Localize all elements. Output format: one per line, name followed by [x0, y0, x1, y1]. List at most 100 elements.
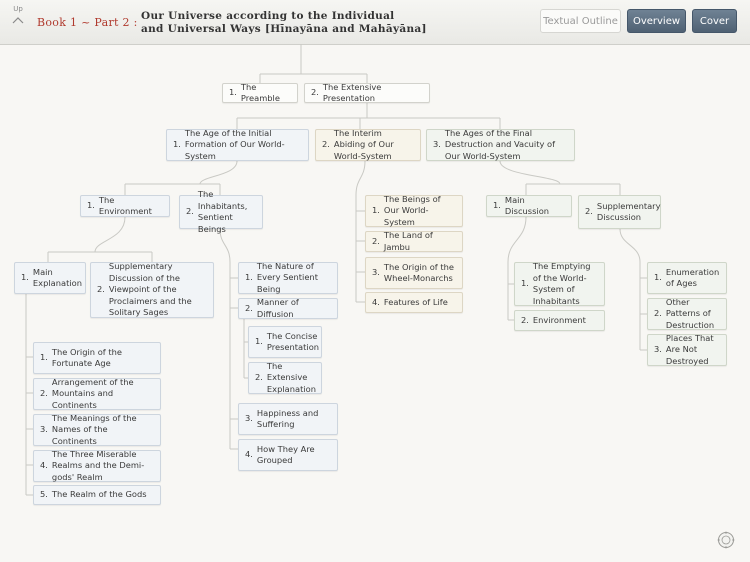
node-other-patterns[interactable]: 2. Other Patterns of Destruction	[647, 296, 727, 330]
node-number: 2.	[654, 308, 662, 319]
node-three-miserable-realms[interactable]: 4. The Three Miserable Realms and the De…	[33, 448, 161, 482]
node-label: The Interim Abiding of Our World-System	[333, 127, 394, 161]
node-number: 1.	[229, 87, 237, 98]
node-number: 1.	[21, 272, 29, 283]
node-label: The Origin of the Fortunate Age	[51, 346, 122, 369]
node-label: The Emptying of the World-System of Inha…	[532, 261, 591, 306]
node-realm-gods[interactable]: 5. The Realm of the Gods	[33, 485, 161, 505]
node-label: The Extensive Explanation	[266, 360, 316, 394]
node-number: 4.	[245, 449, 253, 460]
node-label: The Origin of the Wheel-Monarchs	[383, 261, 454, 284]
node-land-jambu[interactable]: 2. The Land of Jambu	[365, 230, 463, 252]
node-number: 3.	[433, 139, 441, 150]
node-number: 3.	[40, 424, 48, 435]
node-nature-every-being[interactable]: 1. The Nature of Every Sentient Being	[238, 260, 338, 294]
node-label: How They Are Grouped	[256, 443, 315, 466]
book-part-label: Book 1 ~ Part 2 :	[37, 16, 138, 29]
node-inhabitants[interactable]: 2. The Inhabitants, Sentient Beings	[179, 189, 263, 234]
node-beings-world-system[interactable]: 1. The Beings of Our World-System	[365, 193, 463, 227]
page-title: Our Universe according to the Individual…	[141, 10, 427, 36]
overview-button[interactable]: Overview	[627, 9, 686, 33]
node-number: 2.	[372, 235, 380, 246]
node-label: Main Discussion	[504, 194, 550, 217]
node-number: 1.	[40, 352, 48, 363]
node-final-destruction[interactable]: 3. The Ages of the Final Destruction and…	[426, 127, 575, 161]
node-number: 4.	[40, 460, 48, 471]
up-button[interactable]: Up	[8, 5, 28, 29]
node-origin-wheel-monarchs[interactable]: 3. The Origin of the Wheel-Monarchs	[365, 257, 463, 289]
page-title-line-1: Our Universe according to the Individual	[141, 10, 395, 22]
chevron-up-icon	[12, 17, 24, 24]
node-label: The Age of the Initial Formation of Our …	[184, 127, 285, 161]
node-number: 1.	[245, 272, 253, 283]
node-number: 2.	[322, 139, 330, 150]
node-extensive-explanation[interactable]: 2. The Extensive Explanation	[248, 360, 322, 394]
node-manner-diffusion[interactable]: 2. Manner of Diffusion	[238, 297, 338, 319]
node-label: The Three Miserable Realms and the Demi-…	[51, 448, 145, 482]
node-label: Arrangement of the Mountains and Contine…	[51, 376, 134, 410]
node-label: Happiness and Suffering	[256, 407, 319, 430]
node-emptying-world-system[interactable]: 1. The Emptying of the World-System of I…	[514, 261, 605, 306]
node-extensive-presentation[interactable]: 2. The Extensive Presentation	[304, 81, 430, 104]
node-number: 1.	[372, 205, 380, 216]
node-number: 1.	[173, 139, 181, 150]
node-number: 2.	[97, 284, 105, 295]
node-label: The Realm of the Gods	[51, 489, 147, 500]
node-label: The Land of Jambu	[383, 230, 433, 252]
node-number: 2.	[186, 206, 194, 217]
node-label: The Inhabitants, Sentient Beings	[197, 189, 248, 234]
node-number: 3.	[372, 267, 380, 278]
up-label: Up	[13, 5, 23, 13]
node-supplementary-viewpoint[interactable]: 2. Supplementary Discussion of the Viewp…	[90, 261, 214, 318]
node-label: Features of Life	[383, 296, 448, 307]
node-number: 2.	[585, 206, 593, 217]
node-number: 2.	[311, 87, 319, 98]
node-main-explanation[interactable]: 1. Main Explanation	[14, 262, 86, 294]
node-how-grouped[interactable]: 4. How They Are Grouped	[238, 439, 338, 471]
node-number: 2.	[521, 314, 529, 325]
node-label: The Preamble	[240, 81, 280, 104]
compass-icon[interactable]	[717, 531, 735, 549]
node-number: 2.	[245, 302, 253, 313]
node-places-not-destroyed[interactable]: 3. Places That Are Not Destroyed	[647, 332, 727, 366]
textual-outline-button[interactable]: Textual Outline	[540, 9, 621, 33]
node-label: Supplementary Discussion	[596, 200, 661, 223]
node-interim-abiding[interactable]: 2. The Interim Abiding of Our World-Syst…	[315, 127, 421, 161]
node-enumeration-ages[interactable]: 1. Enumeration of Ages	[647, 262, 727, 294]
node-age-initial-formation[interactable]: 1. The Age of the Initial Formation of O…	[166, 127, 309, 161]
node-number: 1.	[654, 272, 662, 283]
node-label: Supplementary Discussion of the Viewpoin…	[108, 261, 192, 318]
cover-button[interactable]: Cover	[692, 9, 737, 33]
node-origin-fortunate-age[interactable]: 1. The Origin of the Fortunate Age	[33, 342, 161, 374]
node-environment-destruction[interactable]: 2. Environment	[514, 310, 605, 331]
node-preamble[interactable]: 1. The Preamble	[222, 81, 298, 104]
node-meanings-names[interactable]: 3. The Meanings of the Names of the Cont…	[33, 413, 161, 446]
node-number: 1.	[87, 200, 95, 211]
node-number: 4.	[372, 296, 380, 307]
node-features-life[interactable]: 4. Features of Life	[365, 292, 463, 313]
node-supplementary-discussion[interactable]: 2. Supplementary Discussion	[578, 195, 661, 229]
node-number: 3.	[245, 413, 253, 424]
node-number: 2.	[40, 388, 48, 399]
node-label: The Nature of Every Sentient Being	[256, 260, 318, 294]
node-happiness-suffering[interactable]: 3. Happiness and Suffering	[238, 403, 338, 435]
node-label: Environment	[532, 314, 586, 325]
node-number: 1.	[493, 200, 501, 211]
node-label: Other Patterns of Destruction	[665, 296, 715, 330]
node-number: 5.	[40, 489, 48, 500]
page-title-line-2: and Universal Ways [Hīnayāna and Mahāyān…	[141, 23, 427, 35]
node-number: 1.	[255, 336, 263, 347]
node-concise-presentation[interactable]: 1. The Concise Presentation	[248, 326, 322, 358]
node-number: 1.	[521, 278, 529, 289]
node-label: Enumeration of Ages	[665, 266, 720, 289]
node-number: 3.	[654, 344, 662, 355]
node-arrangement[interactable]: 2. Arrangement of the Mountains and Cont…	[33, 376, 161, 410]
node-main-discussion[interactable]: 1. Main Discussion	[486, 195, 572, 217]
node-label: The Ages of the Final Destruction and Va…	[444, 127, 556, 161]
node-label: The Extensive Presentation	[322, 81, 382, 104]
node-environment[interactable]: 1. The Environment	[80, 195, 170, 217]
node-label: Places That Are Not Destroyed	[665, 332, 714, 366]
node-label: The Beings of Our World-System	[383, 193, 441, 227]
node-label: Main Explanation	[32, 266, 82, 289]
